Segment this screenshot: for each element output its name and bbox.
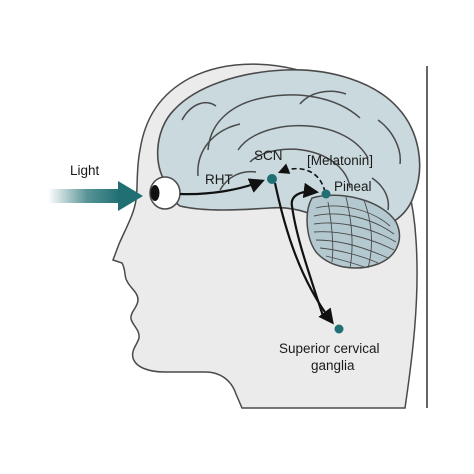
rht-pathway-arrow	[179, 178, 265, 196]
light-arrow	[48, 181, 143, 211]
brain-gyri	[181, 90, 401, 211]
cerebellum	[306, 194, 401, 269]
scn-nucleus	[267, 174, 277, 184]
label-ganglia: ganglia	[311, 358, 355, 373]
label-scn: SCN	[254, 148, 283, 163]
sympathetic-pathway	[273, 182, 334, 325]
label-pineal: Pineal	[334, 179, 372, 194]
label-light: Light	[70, 163, 100, 178]
label-rht: RHT	[205, 172, 233, 187]
pineal-gland	[321, 189, 331, 199]
label-superior-cervical: Superior cervical	[279, 341, 380, 356]
label-melatonin: [Melatonin]	[307, 153, 373, 168]
melatonin-feedback-arrow	[277, 163, 326, 193]
eye	[149, 176, 181, 210]
superior-cervical-ganglia	[334, 324, 344, 334]
